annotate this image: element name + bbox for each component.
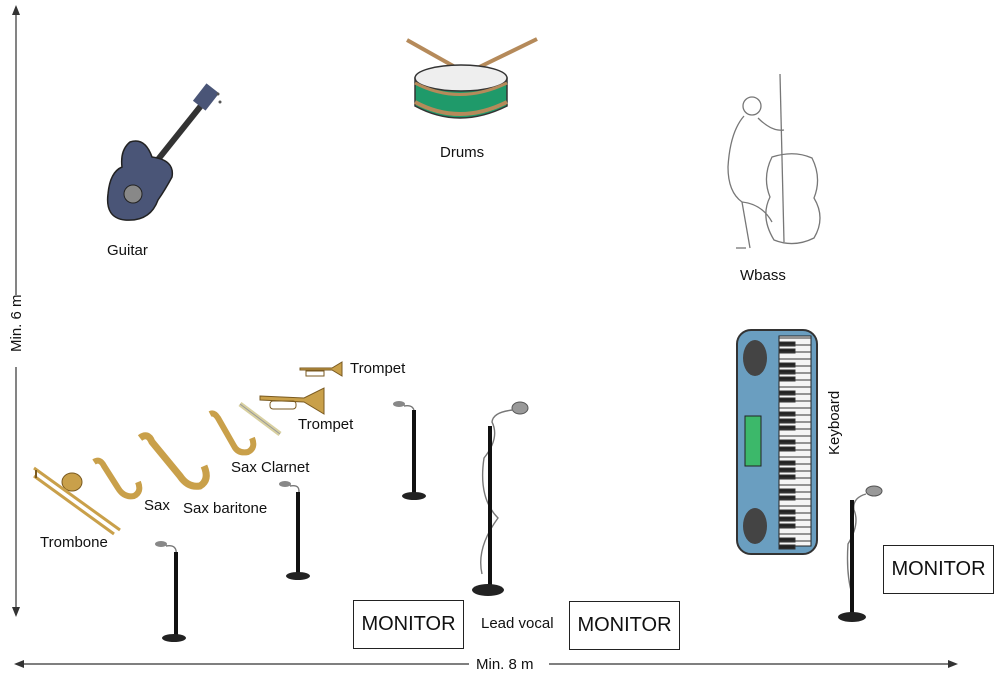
microphone-stand-icon — [155, 541, 186, 642]
keyboard-label: Keyboard — [826, 390, 843, 455]
monitor-right: MONITOR — [883, 545, 994, 594]
lead-vocal-label: Lead vocal — [481, 615, 554, 632]
height-dimension-arrow — [12, 5, 20, 617]
guitar-label: Guitar — [107, 242, 148, 259]
trompet-icon-top — [299, 361, 343, 377]
trompet-icon — [259, 387, 325, 415]
lead-vocal-microphone-icon — [472, 401, 529, 596]
sax-label: Sax — [144, 497, 170, 514]
width-label: Min. 8 m — [476, 656, 534, 673]
height-label: Min. 6 m — [8, 294, 25, 352]
microphone-stand-icon — [838, 485, 883, 622]
clarinet-icon — [238, 402, 282, 436]
drums-label: Drums — [440, 144, 485, 161]
microphone-stand-icon — [393, 401, 426, 500]
keyboard-icon — [736, 329, 818, 555]
trompet-label-top: Trompet — [350, 360, 406, 377]
drum-icon — [406, 37, 538, 119]
monitor-left: MONITOR — [353, 600, 464, 649]
sax-clarnet-icon — [208, 410, 257, 456]
upright-bass-icon — [727, 73, 821, 249]
wbass-label: Wbass — [740, 267, 786, 284]
sax-baritone-label: Sax baritone — [183, 500, 268, 517]
sax-icon — [92, 457, 143, 500]
sax-clarnet-label: Sax Clarnet — [231, 459, 310, 476]
sax-baritone-icon — [137, 432, 210, 490]
microphone-stand-icon — [279, 481, 310, 580]
width-dimension-arrow — [14, 660, 958, 668]
trombone-icon — [33, 466, 121, 536]
trompet-label: Trompet — [298, 416, 354, 433]
trombone-label: Trombone — [40, 534, 108, 551]
monitor-center: MONITOR — [569, 601, 680, 650]
guitar-icon — [106, 83, 222, 221]
